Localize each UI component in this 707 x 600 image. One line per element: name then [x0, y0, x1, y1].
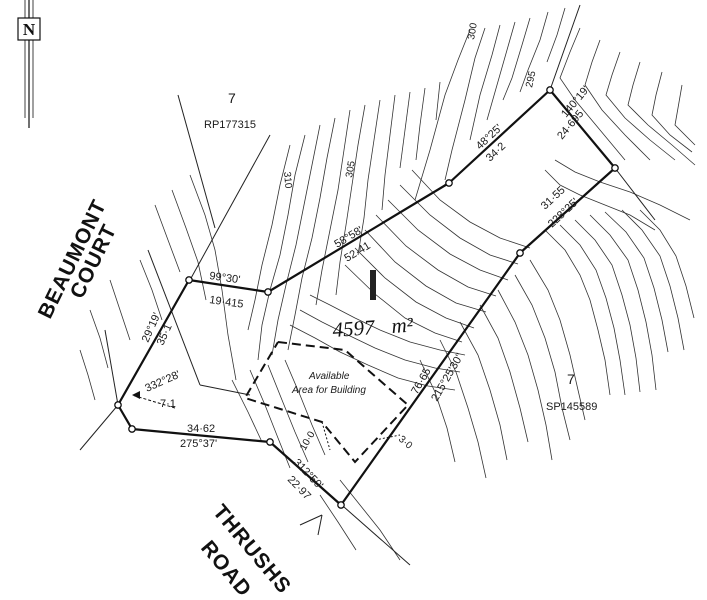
- north-label: N: [23, 20, 36, 39]
- left-chord-bearing: 332°28': [143, 369, 182, 395]
- bottom-left-bearing: 275°37': [180, 438, 217, 450]
- east-long-bearing: 215°25'30": [429, 351, 466, 403]
- setback-distance: 10·0: [298, 429, 318, 452]
- bottom-left-distance: 34·62: [187, 423, 215, 435]
- east-lot-number: 7: [567, 371, 575, 387]
- top-left-bearing: 99°30': [209, 270, 241, 286]
- north-lot-plan: RP177315: [204, 119, 256, 131]
- left-chord-distance: 7·1: [160, 398, 176, 410]
- north-arrow-icon: N: [17, 0, 41, 128]
- building-area-label-line2: Area for Building: [291, 385, 366, 396]
- setback-east-distance: 3·0: [396, 434, 414, 452]
- contour-label-310: 310: [281, 171, 293, 189]
- contour-label-305: 305: [344, 160, 358, 179]
- structure-marker: [370, 270, 376, 300]
- north-lot-number: 7: [228, 90, 236, 106]
- lot-area-unit: m²: [391, 313, 415, 338]
- adjacent-lines: [79, 4, 656, 566]
- contour-label-300: 300: [466, 22, 480, 41]
- top-left-distance: 19·415: [209, 294, 245, 311]
- contour-lines: [79, 7, 696, 561]
- boundary-vertices: [114, 86, 619, 509]
- contour-label-295: 295: [524, 70, 538, 89]
- east-lot-plan: SP145589: [546, 401, 597, 413]
- building-envelope: [131, 270, 410, 464]
- lot-area-value: 4597: [332, 315, 377, 342]
- building-area-label-line1: Available: [308, 371, 350, 382]
